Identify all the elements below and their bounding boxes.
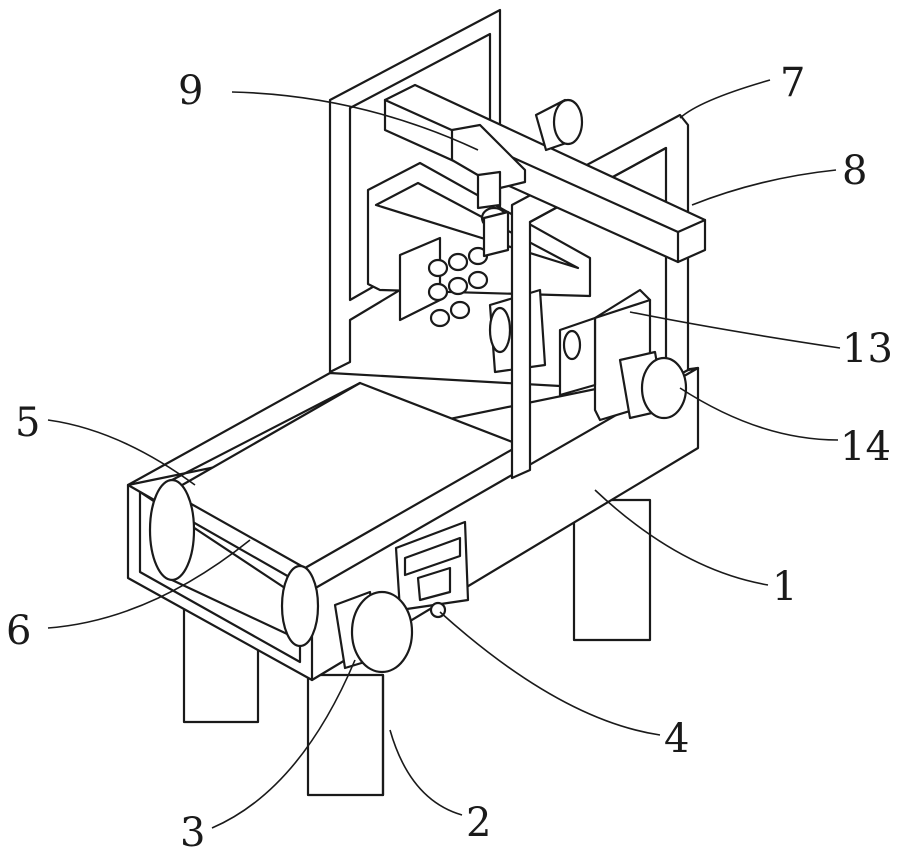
callout-8: 8 [842, 148, 867, 194]
side-motor [620, 352, 686, 418]
rear-motor [536, 100, 582, 150]
leg-front [308, 675, 383, 795]
callout-9: 9 [178, 68, 203, 114]
callout-1: 1 [772, 564, 797, 610]
front-motor [335, 592, 412, 672]
leg-rear-right [574, 500, 650, 640]
callout-4: 4 [664, 716, 689, 762]
callout-6: 6 [6, 608, 31, 654]
callout-14: 14 [840, 424, 891, 470]
callout-3: 3 [180, 810, 205, 856]
callout-5: 5 [15, 400, 40, 446]
callout-13: 13 [842, 326, 893, 372]
callout-2: 2 [466, 800, 491, 846]
callout-7: 7 [780, 60, 805, 106]
